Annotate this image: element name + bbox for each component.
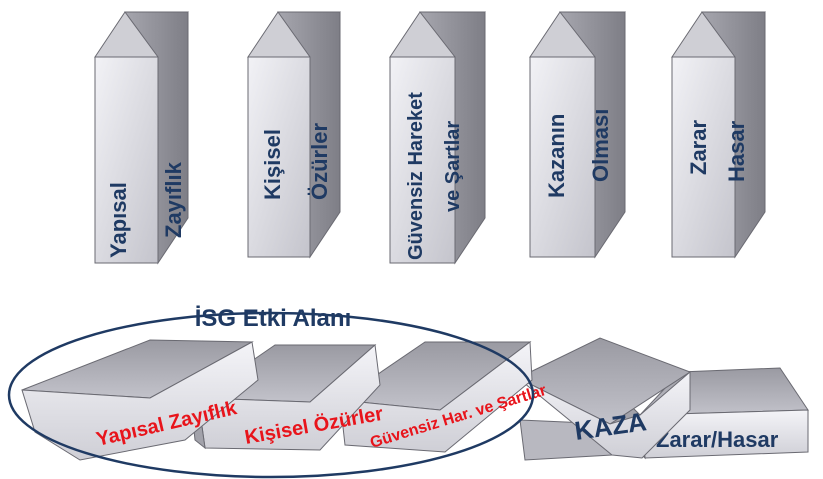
standing-block-2-line2: Özürler: [307, 123, 332, 200]
standing-block-3: Güvensiz Hareket ve Şartlar: [389, 11, 486, 265]
standing-block-3-line1: Güvensiz Hareket: [405, 92, 427, 260]
standing-block-1: Yapısal Zayıflık: [94, 11, 189, 265]
isg-zone-ellipse: [7, 311, 535, 479]
standing-block-4: Kazanın Olması: [529, 11, 626, 259]
standing-block-5-line1: Zarar: [686, 120, 711, 175]
standing-block-5: Zarar Hasar: [671, 11, 766, 259]
fallen-block-1: Yapısal Zayıflık: [21, 339, 259, 461]
standing-block-2-line1: Kişisel: [260, 129, 285, 200]
standing-block-3-line2: ve Şartlar: [442, 121, 464, 212]
fallen-block-4: KAZA: [516, 337, 692, 461]
fallen-block-5-label: Zarar/Hasar: [656, 427, 779, 452]
standing-block-5-line2: Hasar: [724, 120, 749, 182]
standing-block-4-line2: Olması: [588, 109, 613, 182]
standing-block-2: Kişisel Özürler: [247, 11, 341, 259]
standing-block-4-line1: Kazanın: [544, 114, 569, 198]
isg-zone-label: İSG Etki Alanı: [195, 305, 351, 332]
standing-block-1-line2: Zayıflık: [161, 161, 186, 238]
standing-block-1-line1: Yapısal: [106, 182, 131, 258]
